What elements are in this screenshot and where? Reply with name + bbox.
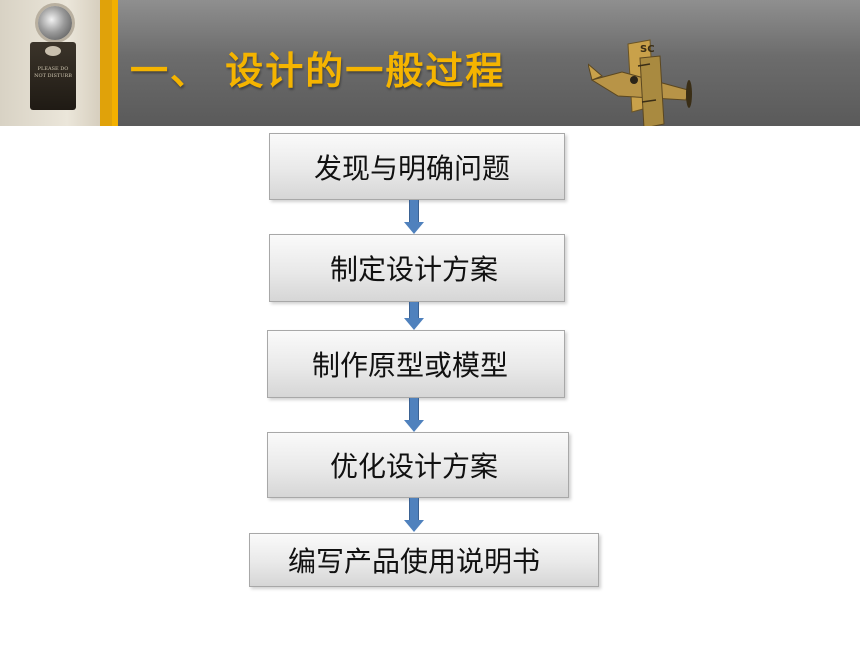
flow-arrow-icon — [404, 398, 424, 432]
flow-step-label: 优化设计方案 — [330, 450, 499, 483]
biplane-icon: SC — [588, 39, 692, 126]
flow-step-4: 优化设计方案 — [267, 432, 569, 498]
flow-step-label: 制定设计方案 — [330, 253, 499, 286]
flow-arrow-icon — [404, 498, 424, 532]
flow-step-2: 制定设计方案 — [269, 234, 565, 302]
door-hanger-photo: PLEASE DO NOT DISTURB — [0, 0, 112, 126]
flow-step-label: 编写产品使用说明书 — [288, 545, 541, 578]
flow-step-5: 编写产品使用说明书 — [249, 533, 599, 587]
flow-step-label: 制作原型或模型 — [312, 349, 509, 382]
plane-marking: SC — [640, 44, 655, 55]
flow-step-3: 制作原型或模型 — [267, 330, 565, 398]
door-knob-icon — [38, 6, 72, 40]
do-not-disturb-sign: PLEASE DO NOT DISTURB — [30, 42, 76, 110]
door-sign-text: PLEASE DO NOT DISTURB — [34, 66, 72, 79]
flow-step-1: 发现与明确问题 — [269, 133, 565, 200]
flow-arrow-icon — [404, 302, 424, 330]
slide-title: 一、 设计的一般过程 — [130, 49, 506, 93]
accent-bar — [112, 0, 118, 126]
flow-arrow-icon — [404, 200, 424, 234]
flow-step-label: 发现与明确问题 — [314, 151, 511, 185]
slide-header: PLEASE DO NOT DISTURB 一、 设计的一般过程 SC — [0, 0, 860, 126]
